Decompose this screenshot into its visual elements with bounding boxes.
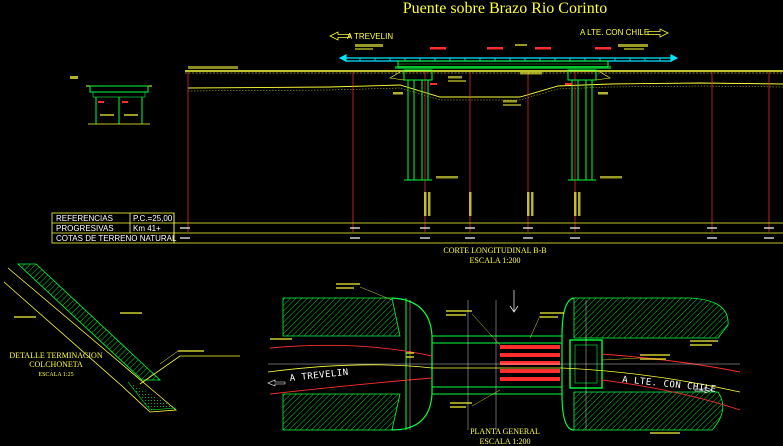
river-stripes xyxy=(500,345,560,381)
reference-lines xyxy=(187,72,770,232)
table-value-progresivas: Km 41+ xyxy=(133,224,161,233)
detail-colchoneta: DETALLE TERMINACION COLCHONETA ESCALA 1:… xyxy=(3,263,240,413)
longitudinal-section: A TREVELIN A LTE. CON CHILE xyxy=(51,28,783,265)
profile-table: REFERENCIAS P.C.=25,00 PROGRESIVAS Km 41… xyxy=(51,212,783,244)
table-label-cotas: COTAS DE TERRENO NATURAL xyxy=(56,234,177,243)
plan-arrow-right-icon xyxy=(694,386,713,394)
detail-title: DETALLE TERMINACION xyxy=(9,351,102,360)
road-grade-line xyxy=(185,70,783,74)
left-wing-top xyxy=(282,297,401,337)
table-label-referencias: REFERENCIAS xyxy=(56,214,113,223)
cross-section xyxy=(70,76,152,125)
plan-centreline xyxy=(267,364,741,393)
right-wing-bottom xyxy=(573,391,724,431)
arrow-right-icon xyxy=(647,28,669,38)
detail-title-2: COLCHONETA xyxy=(29,360,83,369)
left-wing-bottom xyxy=(282,393,401,431)
drawing-title: Puente sobre Brazo Rio Corinto xyxy=(403,0,607,17)
detail-scale: ESCALA 1:25 xyxy=(38,372,73,378)
plan-annotations xyxy=(270,283,718,434)
left-pier xyxy=(389,69,433,181)
deck-railing xyxy=(338,54,679,62)
elevation-dir-right: A LTE. CON CHILE xyxy=(580,28,649,37)
arrow-left-icon xyxy=(329,31,351,41)
vertical-labels xyxy=(424,192,581,216)
right-pier xyxy=(567,69,611,181)
north-arrow-icon xyxy=(509,290,519,313)
level-markers xyxy=(393,72,622,179)
deck-slab xyxy=(395,60,611,69)
table-value-referencias: P.C.=25,00 xyxy=(133,214,173,223)
plan-grid xyxy=(268,300,740,430)
section-scale: ESCALA 1:200 xyxy=(470,256,521,265)
terrain-profile xyxy=(187,82,783,101)
deck-annotations xyxy=(355,44,648,50)
plan-leaders xyxy=(359,286,641,407)
grade-label xyxy=(188,66,238,69)
section-title: CORTE LONGITUDINAL B-B xyxy=(443,246,546,255)
table-label-progresivas: PROGRESIVAS xyxy=(56,224,114,233)
plan-arrow-left-icon xyxy=(267,379,286,387)
elevation-dir-left: A TREVELIN xyxy=(347,32,393,41)
plan-dir-left: A TREVELIN xyxy=(289,368,349,384)
right-wing-top xyxy=(573,297,729,339)
plan-scale: ESCALA 1:200 xyxy=(480,437,531,446)
plan-title: PLANTA GENERAL xyxy=(470,427,540,436)
plan-view: A TREVELIN A LTE. CON CHILE xyxy=(267,283,741,446)
